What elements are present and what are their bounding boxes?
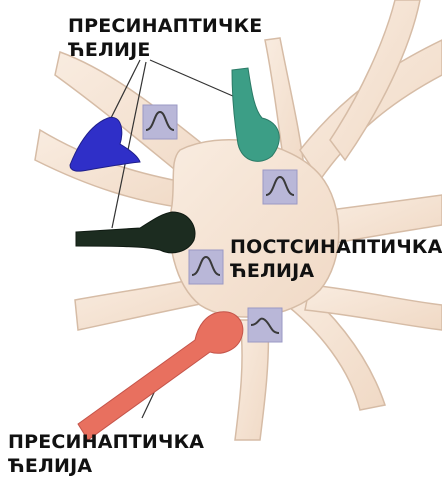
terminal-dark xyxy=(76,212,195,253)
postsynaptic-cell-label-line2: ЋЕЛИЈА xyxy=(230,259,442,283)
presynaptic-cell-label-line1: ПРЕСИНАПТИЧКА xyxy=(8,430,204,454)
presynaptic-cells-label: ПРЕСИНАПТИЧКЕ ЋЕЛИЈЕ xyxy=(68,14,262,62)
synapse-marker-2 xyxy=(263,170,297,204)
synapse-marker-1 xyxy=(143,105,177,139)
presynaptic-cells-label-line1: ПРЕСИНАПТИЧКЕ xyxy=(68,14,262,38)
presynaptic-cell-label-line2: ЋЕЛИЈА xyxy=(8,454,204,478)
terminal-red xyxy=(78,312,243,440)
postsynaptic-cell-label: ПОСТСИНАПТИЧКА ЋЕЛИЈА xyxy=(230,235,442,283)
synapse-marker-3 xyxy=(189,250,223,284)
postsynaptic-cell-label-line1: ПОСТСИНАПТИЧКА xyxy=(230,235,442,259)
postsynaptic-neuron xyxy=(35,0,442,440)
presynaptic-cell-label: ПРЕСИНАПТИЧКА ЋЕЛИЈА xyxy=(8,430,204,478)
presynaptic-cells-label-line2: ЋЕЛИЈЕ xyxy=(68,38,262,62)
synapse-marker-4 xyxy=(248,308,282,342)
